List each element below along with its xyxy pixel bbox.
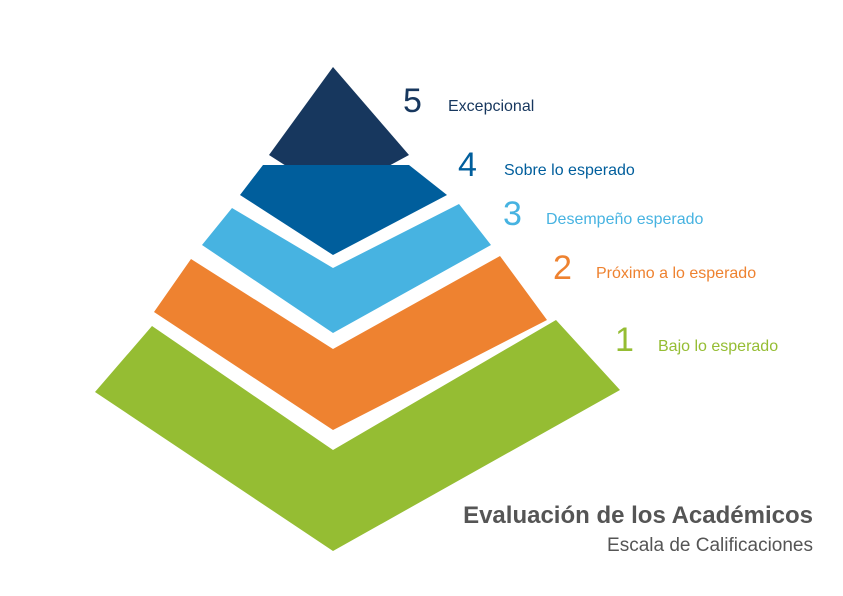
- level-4-number: 4: [458, 146, 477, 184]
- level-2-number: 2: [553, 249, 572, 287]
- pyramid-level-4: [240, 165, 447, 255]
- pyramid-level-3: [202, 204, 491, 333]
- level-3-label: Desempeño esperado: [546, 211, 704, 228]
- level-1-number: 1: [615, 321, 634, 359]
- diagram-title: Evaluación de los Académicos: [463, 502, 813, 529]
- level-5-label: Excepcional: [448, 98, 535, 115]
- pyramid-level-1: [95, 320, 620, 551]
- level-4-label: Sobre lo esperado: [504, 162, 635, 179]
- level-1-label: Bajo lo esperado: [658, 338, 779, 355]
- pyramid-level-5: [269, 67, 409, 196]
- level-3-number: 3: [503, 195, 522, 233]
- diagram-subtitle: Escala de Calificaciones: [607, 535, 813, 556]
- pyramid-level-2: [154, 256, 547, 430]
- level-2-label: Próximo a lo esperado: [596, 265, 757, 282]
- level-5-number: 5: [403, 82, 422, 120]
